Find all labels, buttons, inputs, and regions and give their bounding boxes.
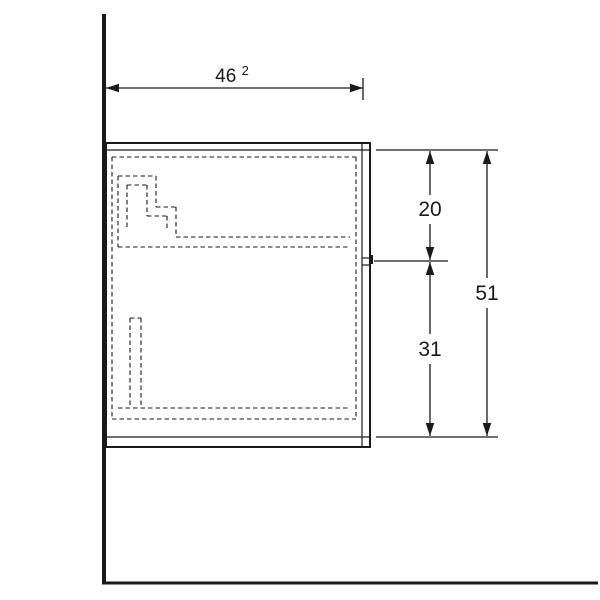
lower-arrow-down — [425, 423, 435, 436]
width-arrow-right — [350, 83, 363, 93]
dimension-width: 46 2 — [106, 63, 364, 100]
total-arrow-down — [482, 423, 492, 436]
dimension-lower-height: 31 — [418, 262, 442, 436]
drawer-gap-detail — [369, 255, 373, 264]
width-dimension-label: 46 2 — [215, 63, 249, 87]
upper-arrow-up — [425, 151, 435, 164]
width-value: 46 — [215, 66, 236, 87]
cabinet-body — [105, 142, 371, 448]
upper-height-label: 20 — [418, 198, 441, 221]
lower-arrow-up — [425, 262, 435, 275]
dimension-upper-height: 20 — [418, 151, 442, 260]
height-extension-lines — [374, 149, 498, 438]
lower-height-label: 31 — [418, 338, 441, 361]
total-height-label: 51 — [475, 282, 498, 305]
cabinet-internals-dashed — [111, 156, 357, 420]
width-arrow-left — [106, 83, 119, 93]
upper-arrow-down — [425, 247, 435, 260]
cabinet-outline — [105, 142, 373, 448]
dimension-total-height: 51 — [475, 151, 499, 436]
wall-and-floor — [102, 14, 598, 585]
width-superscript: 2 — [242, 63, 249, 78]
total-arrow-up — [482, 151, 492, 164]
